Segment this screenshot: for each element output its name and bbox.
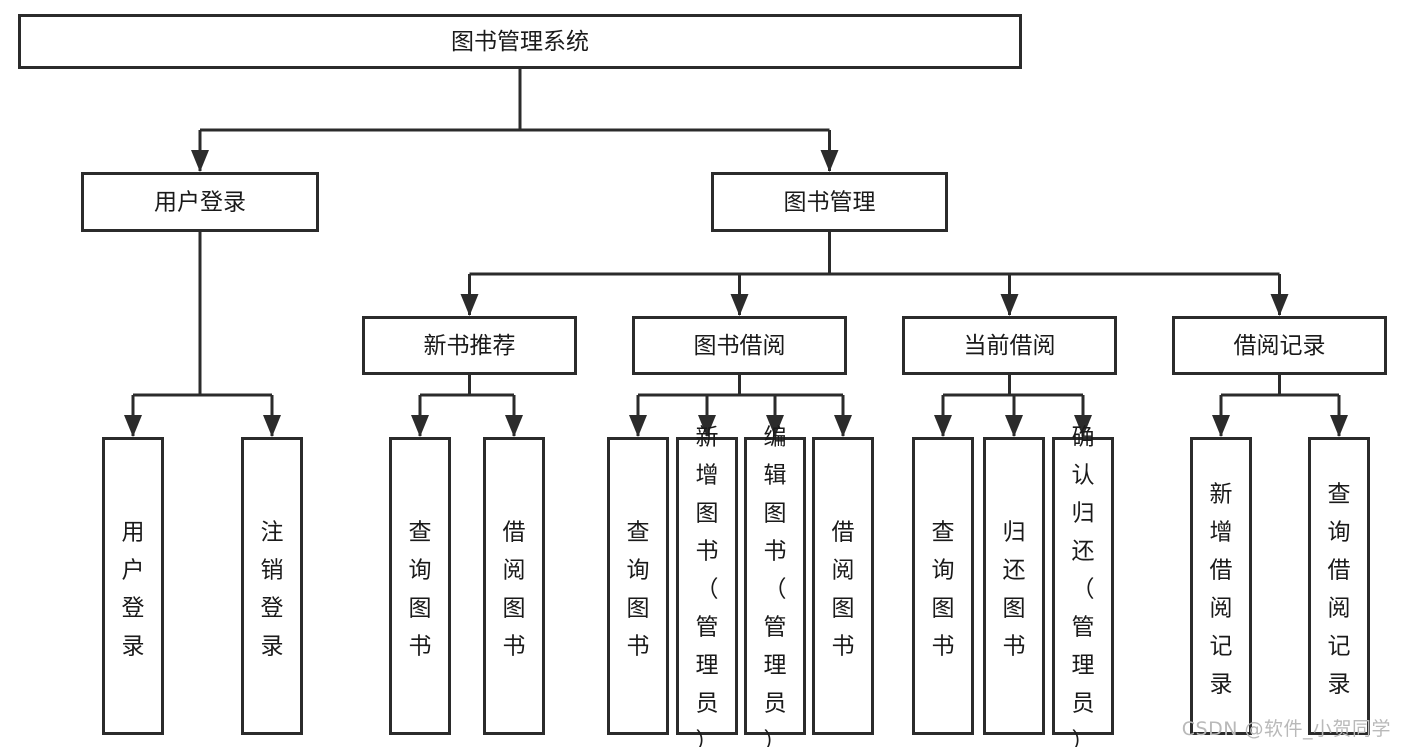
node-label: 新书推荐	[424, 333, 516, 359]
node-box	[102, 437, 164, 735]
node-label: 查询图书	[409, 520, 432, 660]
node-label: 确认归还（管理员）	[1072, 425, 1095, 747]
node-book-manage[interactable]: 图书管理	[711, 172, 948, 232]
arrow-head-icon	[460, 294, 479, 316]
node-label: 查询图书	[932, 520, 955, 660]
node-box	[1308, 437, 1370, 735]
node-leaf-borrow-book-1[interactable]: 借阅图书	[483, 437, 545, 735]
node-current-borrow[interactable]: 当前借阅	[902, 316, 1117, 375]
node-leaf-add-record[interactable]: 新增借阅记录	[1190, 437, 1252, 735]
node-borrow-record[interactable]: 借阅记录	[1172, 316, 1387, 375]
arrow-head-icon	[730, 294, 749, 316]
node-leaf-query-record[interactable]: 查询借阅记录	[1308, 437, 1370, 735]
node-label: 新增图书（管理员）	[696, 425, 719, 747]
node-box	[81, 172, 319, 232]
node-root[interactable]: 图书管理系统	[18, 14, 1022, 69]
node-label: 查询借阅记录	[1328, 482, 1351, 698]
node-box	[483, 437, 545, 735]
node-label: 借阅记录	[1234, 333, 1326, 359]
arrow-head-icon	[698, 415, 716, 437]
watermark-text: CSDN @软件_小贺同学	[1181, 718, 1391, 740]
arrow-head-icon	[1270, 294, 1289, 316]
arrow-head-icon	[1074, 415, 1092, 437]
node-box	[18, 14, 1022, 69]
node-leaf-query-book-3[interactable]: 查询图书	[912, 437, 974, 735]
arrow-head-icon	[263, 415, 281, 437]
node-label: 当前借阅	[964, 333, 1056, 359]
arrow-head-icon	[191, 150, 209, 172]
node-leaf-query-book-2[interactable]: 查询图书	[607, 437, 669, 735]
node-label: 注销登录	[261, 520, 284, 660]
node-box	[902, 316, 1117, 375]
node-label: 图书管理系统	[451, 29, 589, 55]
arrow-head-icon	[505, 415, 523, 437]
arrow-head-icon	[820, 150, 839, 172]
arrow-head-icon	[1212, 415, 1230, 437]
arrow-head-icon	[629, 415, 647, 437]
arrow-head-icon	[834, 415, 852, 437]
node-box	[711, 172, 948, 232]
node-leaf-confirm-return[interactable]: 确认归还（管理员）	[1052, 425, 1114, 747]
node-label: 用户登录	[122, 520, 145, 660]
node-label: 新增借阅记录	[1210, 482, 1233, 698]
arrow-head-icon	[766, 415, 784, 437]
node-box	[912, 437, 974, 735]
connectors-layer	[124, 69, 1348, 437]
node-label: 借阅图书	[503, 520, 526, 660]
node-label: 借阅图书	[832, 520, 855, 660]
arrow-head-icon	[124, 415, 142, 437]
node-box	[983, 437, 1045, 735]
node-box	[241, 437, 303, 735]
node-leaf-return-book[interactable]: 归还图书	[983, 437, 1045, 735]
node-box	[812, 437, 874, 735]
node-box	[676, 437, 738, 735]
node-box	[607, 437, 669, 735]
arrow-head-icon	[1000, 294, 1019, 316]
node-leaf-logout[interactable]: 注销登录	[241, 437, 303, 735]
node-box	[362, 316, 577, 375]
node-label: 查询图书	[627, 520, 650, 660]
arrow-head-icon	[934, 415, 952, 437]
node-box	[632, 316, 847, 375]
node-label: 用户登录	[154, 190, 246, 216]
arrow-head-icon	[411, 415, 429, 437]
node-leaf-user-login[interactable]: 用户登录	[102, 437, 164, 735]
node-box	[1052, 437, 1114, 735]
node-label: 编辑图书（管理员）	[764, 425, 787, 747]
node-leaf-edit-book[interactable]: 编辑图书（管理员）	[744, 425, 806, 747]
node-new-book-rec[interactable]: 新书推荐	[362, 316, 577, 375]
node-user-login[interactable]: 用户登录	[81, 172, 319, 232]
node-label: 图书借阅	[694, 333, 786, 359]
arrow-head-icon	[1005, 415, 1023, 437]
node-leaf-add-book[interactable]: 新增图书（管理员）	[676, 425, 738, 747]
node-book-borrow[interactable]: 图书借阅	[632, 316, 847, 375]
node-label: 图书管理	[784, 190, 876, 216]
node-box	[389, 437, 451, 735]
nodes-layer: 图书管理系统用户登录图书管理新书推荐图书借阅当前借阅借阅记录用户登录注销登录查询…	[18, 14, 1387, 747]
node-leaf-query-book-1[interactable]: 查询图书	[389, 437, 451, 735]
arrow-head-icon	[1330, 415, 1348, 437]
node-box	[744, 437, 806, 735]
node-label: 归还图书	[1003, 520, 1026, 660]
node-box	[1172, 316, 1387, 375]
node-leaf-borrow-book-2[interactable]: 借阅图书	[812, 437, 874, 735]
node-box	[1190, 437, 1252, 735]
